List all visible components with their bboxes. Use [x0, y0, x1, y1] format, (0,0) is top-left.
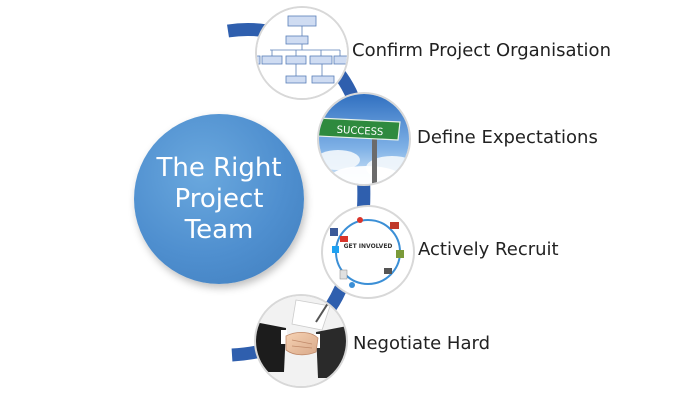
step-label-negotiate-hard: Negotiate Hard — [353, 333, 490, 354]
handshake-icon — [254, 294, 348, 388]
get-involved-text: GET INVOLVED — [344, 243, 393, 250]
step-label-actively-recruit: Actively Recruit — [418, 239, 559, 260]
step-label-confirm-project-organisation: Confirm Project Organisation — [352, 40, 611, 61]
step-label-define-expectations: Define Expectations — [417, 127, 598, 148]
success-sign-text: SUCCESS — [336, 125, 383, 138]
get-involved-cycle-icon: GET INVOLVED — [321, 205, 415, 299]
center-title: The Right Project Team — [156, 152, 282, 245]
org-chart-icon — [255, 6, 349, 100]
center-circle: The Right Project Team — [134, 114, 304, 284]
success-sign-icon: SUCCESS — [317, 92, 411, 186]
